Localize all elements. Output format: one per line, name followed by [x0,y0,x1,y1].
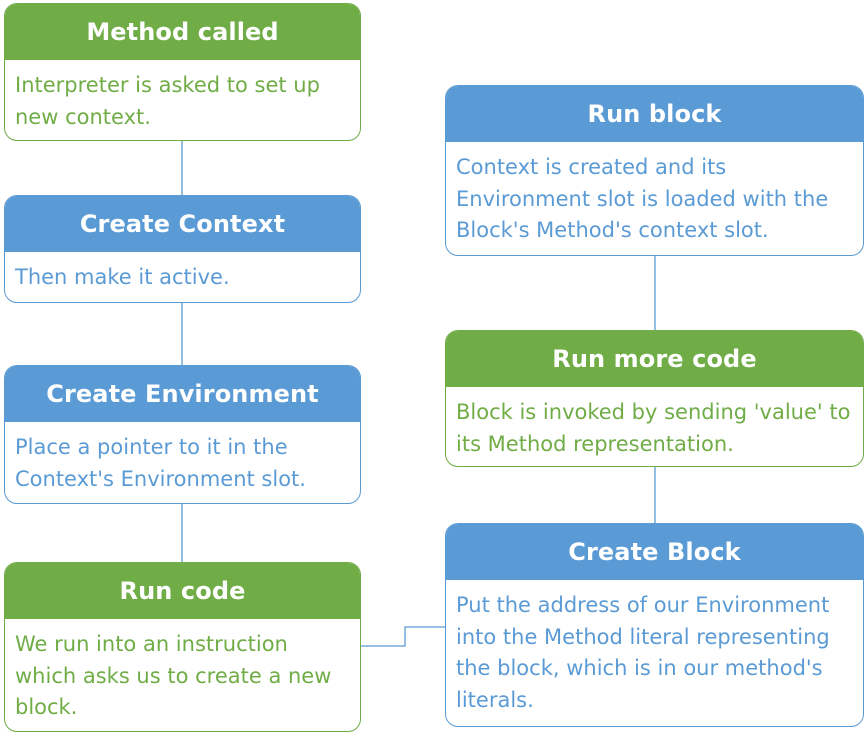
create-environment-box: Create Environment Place a pointer to it… [4,365,361,504]
create-context-text: Then make it active. [15,265,230,289]
run-code-text: We run into an instruction which asks us… [15,632,332,719]
create-block-text: Put the address of our Environment into … [456,593,830,712]
method-called-box: Method called Interpreter is asked to se… [4,3,361,141]
run-block-text: Context is created and its Environment s… [456,155,829,242]
method-called-title: Method called [5,4,360,60]
method-called-text: Interpreter is asked to set up new conte… [15,73,320,129]
create-environment-title: Create Environment [5,366,360,422]
create-context-title: Create Context [5,196,360,252]
run-block-box: Run block Context is created and its Env… [445,85,864,256]
run-more-code-title: Run more code [446,331,863,387]
create-environment-text: Place a pointer to it in the Context's E… [15,435,306,491]
run-code-box: Run code We run into an instruction whic… [4,562,361,732]
run-more-code-text: Block is invoked by sending 'value' to i… [456,400,851,456]
connector-run-code-to-create-block [361,626,445,647]
run-block-title: Run block [446,86,863,142]
create-block-title: Create Block [446,524,863,580]
create-block-box: Create Block Put the address of our Envi… [445,523,864,727]
run-code-title: Run code [5,563,360,619]
run-more-code-box: Run more code Block is invoked by sendin… [445,330,864,467]
create-context-box: Create Context Then make it active. [4,195,361,303]
